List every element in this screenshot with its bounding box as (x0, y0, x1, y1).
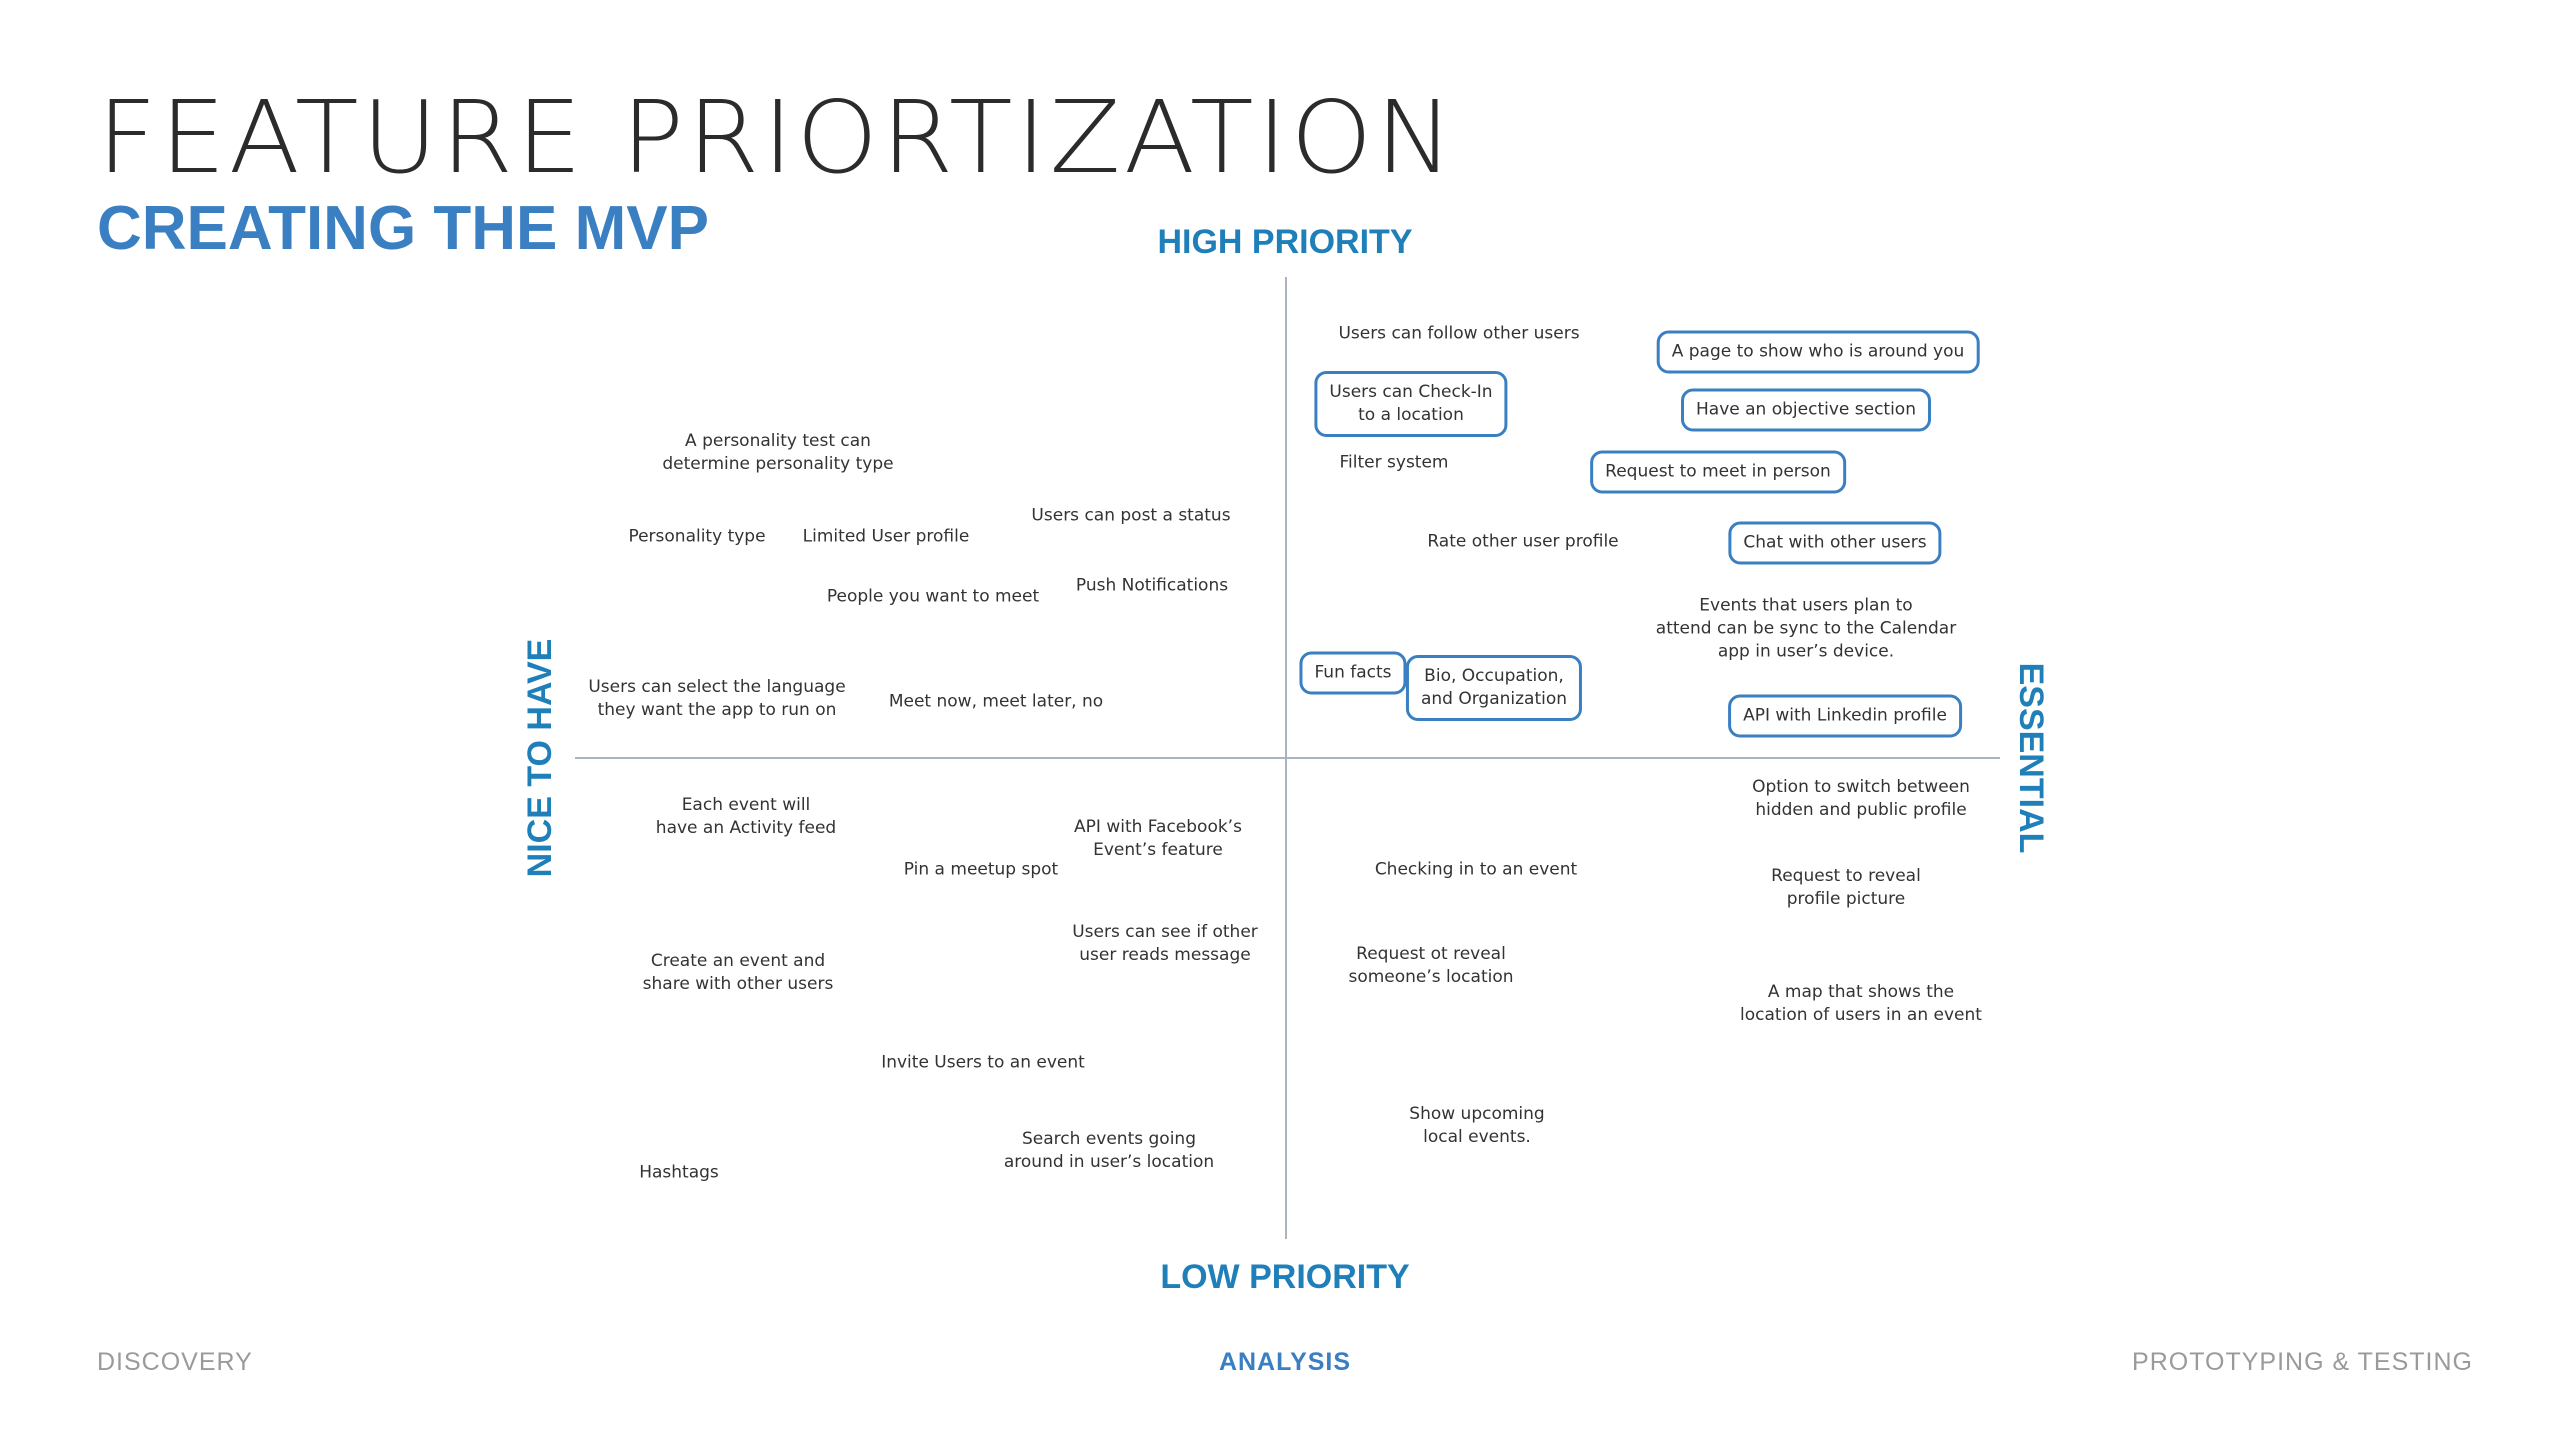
footer-step-prototyping[interactable]: PROTOTYPING & TESTING (2132, 1348, 2473, 1376)
horizontal-axis-line (575, 757, 2000, 759)
feature-item: Option to switch between hidden and publ… (1752, 777, 1970, 820)
feature-item: Request ot reveal someone’s location (1348, 944, 1514, 987)
feature-item: API with Facebook’s Event’s feature (1074, 817, 1242, 860)
axis-label-high-priority: HIGH PRIORITY (1157, 223, 1413, 261)
feature-item: Push Notifications (1075, 575, 1229, 596)
axis-label-essential: ESSENTIAL (2012, 662, 2050, 854)
feature-item: Users can see if other user reads messag… (1072, 922, 1258, 965)
feature-item-mvp: A page to show who is around you (1656, 330, 1980, 374)
feature-item-mvp: API with Linkedin profile (1728, 694, 1962, 738)
footer-step-discovery[interactable]: DISCOVERY (97, 1348, 253, 1376)
page-title: FEATURE PRIORTIZATION (97, 79, 1457, 196)
feature-item: Events that users plan to attend can be … (1655, 595, 1957, 662)
axis-label-low-priority: LOW PRIORITY (1160, 1258, 1410, 1296)
axis-label-nice-to-have: NICE TO HAVE (521, 638, 559, 878)
feature-item: A map that shows the location of users i… (1740, 982, 1982, 1025)
feature-item: Rate other user profile (1427, 531, 1619, 552)
feature-item: Users can select the language they want … (588, 677, 846, 720)
feature-item: Limited User profile (802, 526, 970, 547)
feature-item: Personality type (628, 526, 766, 547)
feature-item: Create an event and share with other use… (642, 951, 834, 994)
feature-item: Pin a meetup spot (903, 859, 1059, 880)
feature-item: Users can post a status (1031, 505, 1231, 526)
feature-item-mvp: Users can Check-In to a location (1314, 371, 1508, 437)
feature-item: Invite Users to an event (881, 1052, 1085, 1073)
feature-item-mvp: Chat with other users (1728, 521, 1942, 565)
feature-item-mvp: Have an objective section (1681, 388, 1931, 432)
footer-step-analysis[interactable]: ANALYSIS (1218, 1348, 1352, 1376)
feature-item: Search events going around in user’s loc… (1003, 1129, 1215, 1172)
feature-item-mvp: Fun facts (1299, 651, 1407, 695)
feature-item: Hashtags (639, 1162, 719, 1183)
feature-item: Request to reveal profile picture (1771, 866, 1921, 909)
feature-item-mvp: Request to meet in person (1590, 450, 1846, 494)
page-subtitle: CREATING THE MVP (97, 194, 709, 263)
feature-item: Show upcoming local events. (1409, 1104, 1545, 1147)
feature-item-mvp: Bio, Occupation, and Organization (1405, 655, 1583, 721)
feature-item: A personality test can determine persona… (662, 431, 894, 474)
feature-item: Meet now, meet later, no (888, 691, 1104, 712)
feature-item: Filter system (1339, 452, 1449, 473)
feature-item: People you want to meet (826, 586, 1040, 607)
feature-item: Users can follow other users (1338, 323, 1580, 344)
feature-item: Checking in to an event (1374, 859, 1578, 880)
feature-item: Each event will have an Activity feed (655, 795, 837, 838)
